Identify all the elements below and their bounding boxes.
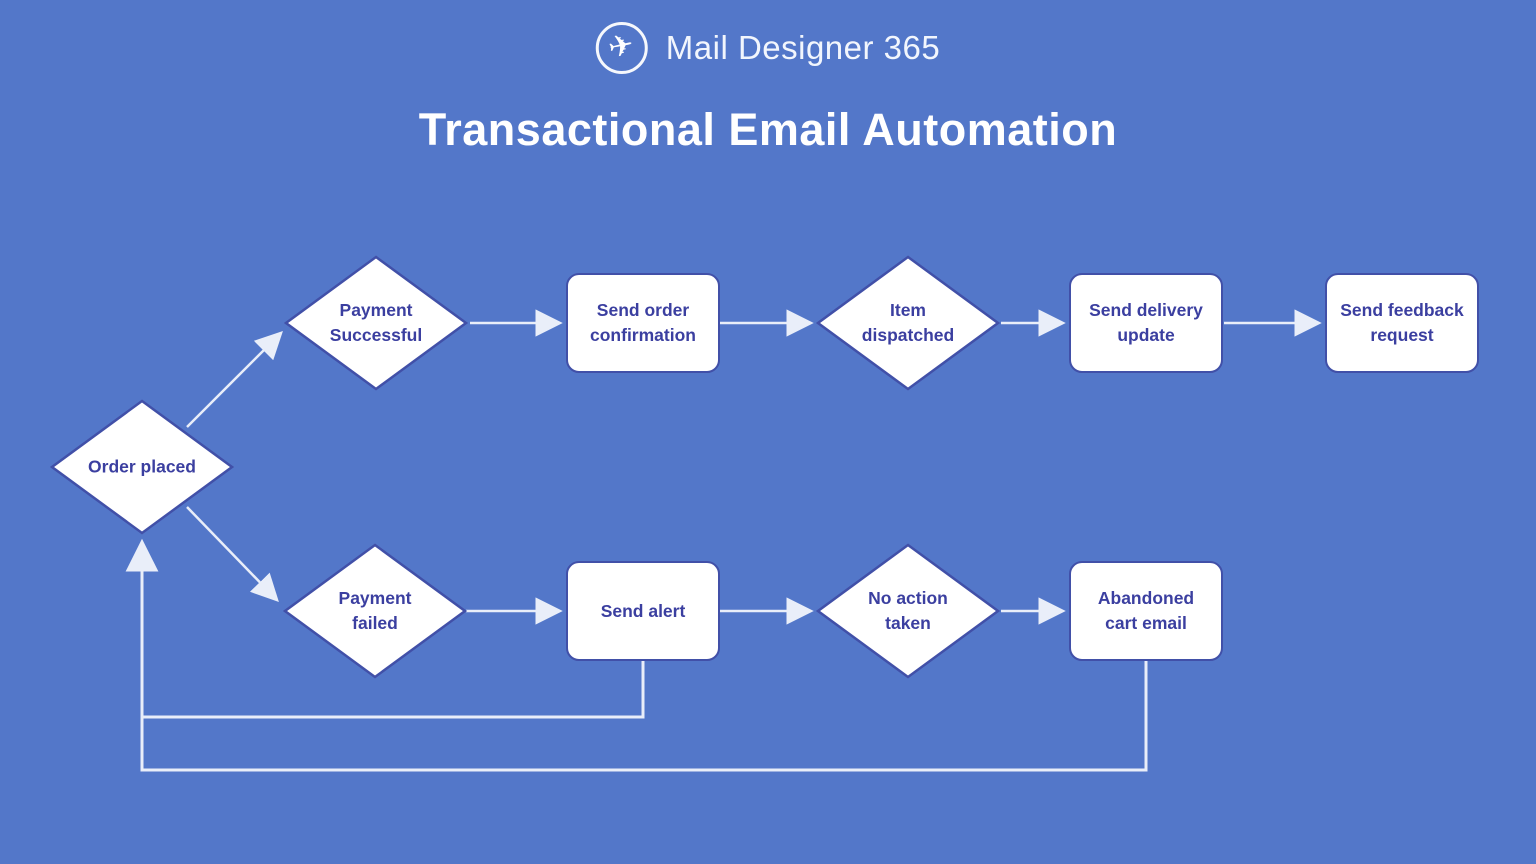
node-send-feedback-request: Send feedback request xyxy=(1325,273,1479,373)
node-label: Payment failed xyxy=(338,588,412,633)
app-logo: ✈ Mail Designer 365 xyxy=(595,22,941,74)
node-label: Item dispatched xyxy=(861,300,955,345)
node-send-order-confirmation: Send order confirmation xyxy=(566,273,720,373)
node-payment-failed: Payment failed xyxy=(283,543,467,679)
edge-abandoned-cart-email-loop xyxy=(125,538,1148,772)
node-label: Order placed xyxy=(88,456,196,477)
node-label: Send order confirmation xyxy=(590,300,696,345)
logo-text: Mail Designer 365 xyxy=(665,29,941,66)
node-label: Abandoned cart email xyxy=(1097,588,1195,633)
node-label: No action taken xyxy=(868,588,948,633)
logo-circle: ✈ xyxy=(595,22,648,74)
node-order-placed: Order placed xyxy=(50,399,234,535)
node-label: Send alert xyxy=(600,600,686,621)
edge-send-alert-loop xyxy=(142,661,645,719)
node-label: Payment Successful xyxy=(329,300,423,345)
node-no-action-taken: No action taken xyxy=(816,543,1000,679)
node-send-alert: Send alert xyxy=(566,561,720,661)
node-item-dispatched: Item dispatched xyxy=(816,255,1000,391)
node-payment-successful: Payment Successful xyxy=(284,255,468,391)
page-title: Transactional Email Automation xyxy=(418,104,1118,155)
edge-order-placed-to-payment-successful xyxy=(186,331,283,428)
node-label: Send delivery update xyxy=(1089,300,1203,345)
node-label: Send feedback request xyxy=(1340,300,1464,345)
node-send-delivery-update: Send delivery update xyxy=(1069,273,1223,373)
node-abandoned-cart-email: Abandoned cart email xyxy=(1069,561,1223,661)
edge-order-placed-to-payment-failed xyxy=(186,506,279,602)
